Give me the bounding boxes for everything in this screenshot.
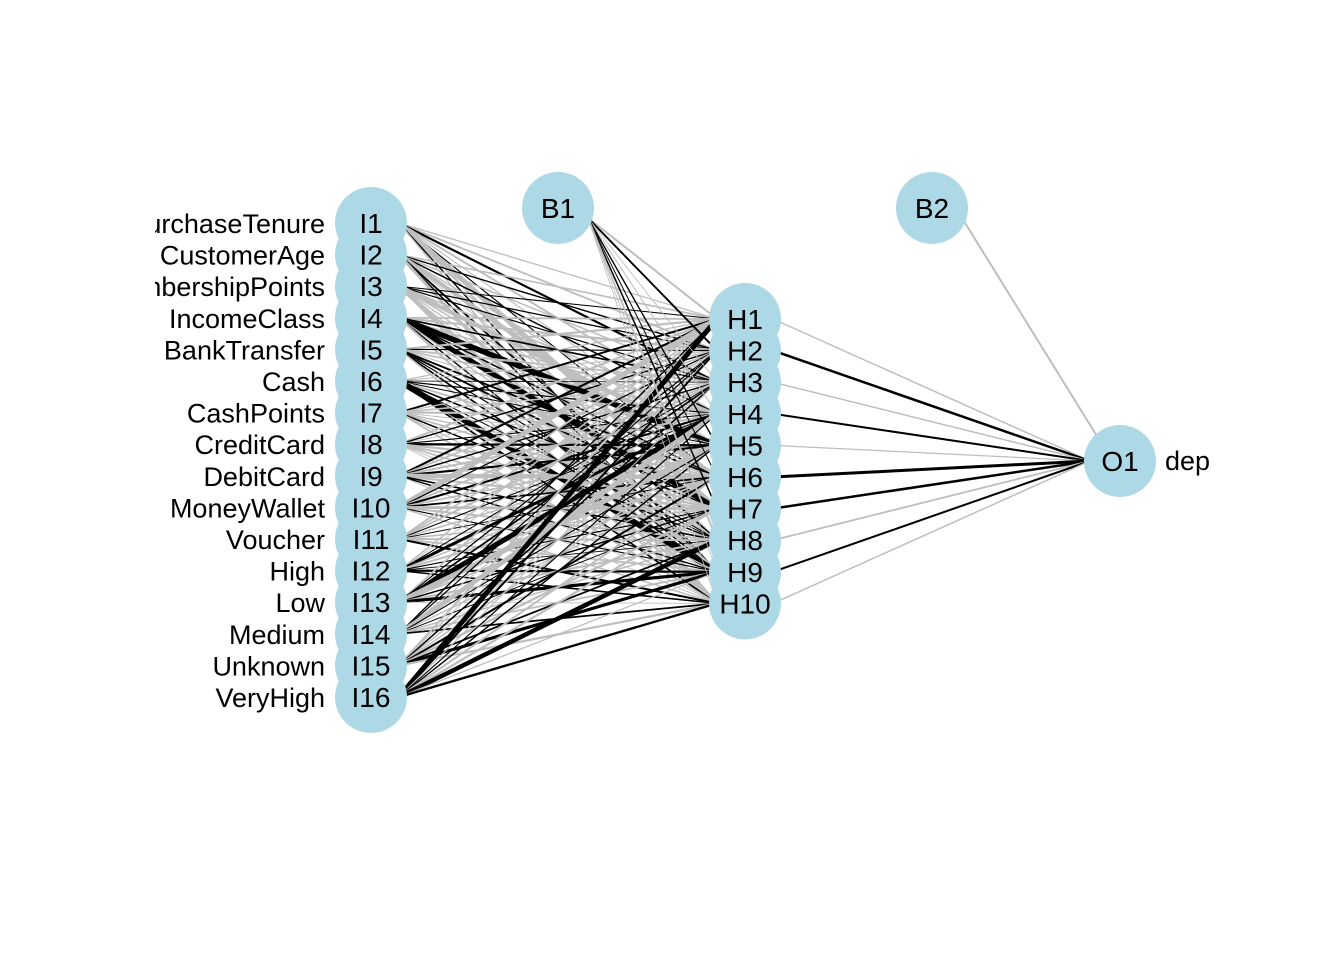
weight-I1-H1: [398, 222, 718, 320]
node-label: I1: [359, 208, 382, 239]
node-label: I12: [352, 556, 391, 587]
node-label: I14: [352, 619, 391, 650]
output-variable-label: dep: [1165, 446, 1210, 476]
node-label: I11: [353, 524, 390, 555]
weight-I16-H10: [398, 602, 718, 699]
weight-I2-H1: [398, 253, 718, 320]
weight-I13-H1: [398, 318, 718, 603]
input-variable-label: High: [269, 557, 325, 587]
input-variable-label: Cash: [262, 367, 325, 397]
weight-I16-H3: [398, 381, 718, 698]
weight-I16-H8: [398, 538, 718, 700]
weight-H4-O1: [772, 412, 1091, 462]
node-label: O1: [1101, 446, 1138, 477]
node-label: I2: [359, 240, 382, 271]
node-label: I13: [352, 587, 391, 618]
node-label: H5: [727, 430, 763, 461]
weight-I7-H1: [398, 318, 718, 414]
node-H10-circle: [709, 567, 781, 640]
node-label: H7: [727, 494, 763, 525]
weight-B1-H10: [587, 217, 718, 604]
weight-B1-H2: [587, 217, 718, 352]
weight-I4-H1: [398, 316, 718, 320]
node-label: H4: [727, 399, 763, 430]
input-variable-label: PurchaseTenure: [128, 209, 325, 239]
weight-B1-H5: [587, 217, 718, 446]
node-label: H3: [727, 367, 763, 398]
input-variable-label: Medium: [229, 620, 325, 650]
node-B2-circle: [896, 172, 968, 244]
weight-B1-H3: [587, 217, 718, 383]
node-label: H8: [727, 525, 763, 556]
weight-I6-H1: [398, 318, 718, 382]
input-variable-label: CreditCard: [194, 430, 325, 460]
node-label: B1: [541, 193, 575, 224]
weight-I10-H1: [397, 316, 719, 510]
node-O1-circle: [1084, 425, 1156, 497]
node-label: B2: [915, 193, 949, 224]
weight-I16-H6: [398, 476, 718, 698]
weight-H7-O1: [772, 459, 1091, 510]
weight-H9-O1: [772, 460, 1091, 573]
node-label: I9: [359, 461, 382, 492]
variable-labels: PurchaseTenureCustomerAgeMembershipPoint…: [101, 209, 1210, 713]
weight-I16-H9: [398, 571, 718, 698]
node-label: I16: [352, 682, 391, 713]
weight-B1-H1: [587, 217, 718, 320]
weight-H10-O1: [772, 460, 1091, 605]
input-variable-label: Voucher: [226, 525, 325, 555]
input-variable-label: MoneyWallet: [170, 493, 326, 523]
weight-H3-O1: [772, 381, 1091, 462]
weight-I16-H4: [398, 413, 718, 698]
node-label: I3: [359, 271, 382, 302]
node-label: H1: [727, 304, 763, 335]
weight-B1-H4: [587, 217, 718, 415]
weight-H8-O1: [772, 460, 1091, 542]
weight-I15-H1: [398, 318, 718, 667]
weight-H1-O1: [772, 318, 1091, 462]
input-variable-label: IncomeClass: [169, 304, 325, 334]
input-variable-label: Low: [275, 588, 325, 618]
weight-H2-O1: [772, 349, 1091, 463]
weight-I16-H1: [397, 317, 719, 699]
input-variable-label: Unknown: [212, 651, 325, 681]
node-label: I7: [359, 398, 382, 429]
weight-B1-H6: [587, 217, 718, 478]
weight-I16-H7: [398, 507, 718, 698]
input-variable-label: MembershipPoints: [101, 272, 325, 302]
node-B1-circle: [522, 172, 594, 244]
weight-I16-H5: [398, 444, 718, 698]
weight-B1-H8: [587, 217, 718, 541]
weight-I5-H1: [398, 317, 718, 351]
input-variable-label: BankTransfer: [164, 335, 325, 365]
node-label: I15: [352, 650, 391, 681]
input-variable-label: VeryHigh: [215, 683, 325, 713]
node-label: I8: [359, 429, 382, 460]
weight-I9-H1: [398, 318, 718, 477]
node-label: H9: [727, 557, 763, 588]
weight-B1-H9: [587, 217, 718, 572]
node-label: I5: [359, 334, 382, 365]
input-variable-label: CashPoints: [187, 399, 325, 429]
node-label: I6: [359, 366, 382, 397]
weight-I3-H1: [398, 285, 718, 320]
node-label: H6: [727, 462, 763, 493]
weight-H6-O1: [772, 459, 1091, 479]
input-variable-label: CustomerAge: [160, 241, 325, 271]
weight-I12-H1: [398, 318, 718, 572]
node-label: H2: [727, 336, 763, 367]
weight-I11-H1: [398, 318, 718, 540]
weight-B1-H7: [587, 217, 718, 509]
node-label: H10: [719, 588, 770, 619]
node-label: I4: [359, 303, 382, 334]
weight-I8-H1: [398, 317, 718, 446]
input-variable-label: DebitCard: [203, 462, 325, 492]
node-I16-circle: [335, 661, 407, 733]
weight-H5-O1: [772, 444, 1091, 462]
weight-B2-O1: [961, 217, 1101, 442]
connection-weights: [397, 217, 1101, 700]
node-label: I10: [352, 492, 391, 523]
